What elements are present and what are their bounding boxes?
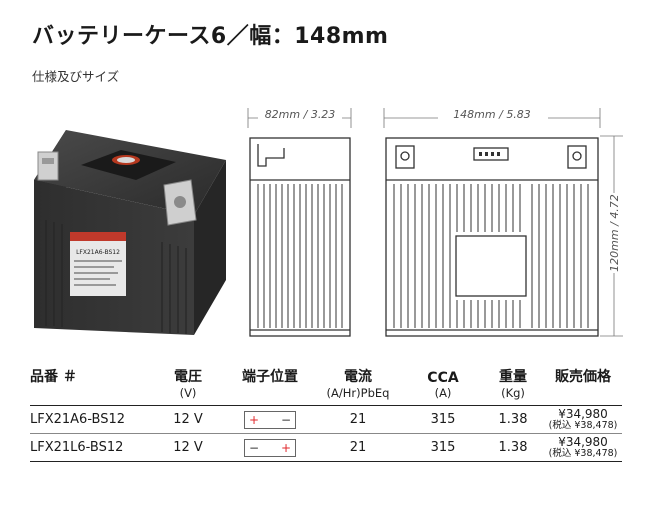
price: ¥34,980 (税込 ¥38,478) [544,405,622,434]
price-value: ¥34,980 [558,406,608,421]
price-tax-included: (税込 ¥38,478) [548,419,618,431]
weight: 1.38 [482,405,544,434]
price: ¥34,980 (税込 ¥38,478) [544,433,622,462]
cca: 315 [404,433,482,462]
unit-voltage: (V) [179,386,197,400]
unit-current: (A/Hr)PbEq [326,386,390,400]
header-weight: 重量 [499,369,527,385]
spec-table: 品番 ＃ 電圧 端子位置 電流 CCA 重量 販売価格 (V) (A/Hr)Pb… [30,366,622,462]
header-terminal: 端子位置 [242,369,298,385]
current: 21 [312,405,404,434]
table-units-row: (V) (A/Hr)PbEq (A) (Kg) [30,386,622,406]
current: 21 [312,433,404,462]
table-row: LFX21L6-BS12 12 V − + 21 315 1.38 ¥34,98… [30,433,622,462]
dimension-drawings: 82mm / 3.23 148mm / 5.83 120mm / 4.72 [247,108,623,337]
page-title: バッテリーケース6／幅：148mm [32,24,389,49]
terminal-plus-icon: + [249,412,260,427]
price-value: ¥34,980 [558,434,608,449]
unit-weight: (Kg) [501,386,525,400]
header-cca: CCA [427,370,459,386]
unit-cca: (A) [434,386,452,400]
height-dimension: 120mm / 4.72 [608,194,621,272]
unit-part [30,386,148,406]
header-current: 電流 [344,369,372,385]
terminal-diagram: − + [244,438,296,457]
battery-photo: LFX21A6-BS12 [34,130,226,335]
terminal-minus-icon: − [249,440,260,455]
terminal-position: − + [228,433,312,462]
table-row: LFX21A6-BS12 12 V + − 21 315 1.38 ¥34,98… [30,405,622,434]
header-part-number: 品番 ＃ [30,369,77,385]
terminal-diagram: + − [244,410,296,429]
terminal-minus-icon: − [280,412,291,427]
table-header-row: 品番 ＃ 電圧 端子位置 電流 CCA 重量 販売価格 [30,366,622,386]
battery-label-text: LFX21A6-BS12 [76,249,120,256]
cca: 315 [404,405,482,434]
terminal-position: + − [228,405,312,434]
side-width-dimension: 82mm / 3.23 [265,108,336,121]
part-number: LFX21A6-BS12 [30,405,148,434]
voltage: 12 V [148,405,228,434]
unit-price [544,386,622,406]
front-width-dimension: 148mm / 5.83 [453,108,531,121]
header-price: 販売価格 [555,369,611,385]
weight: 1.38 [482,433,544,462]
section-subtitle: 仕様及びサイズ [32,69,120,84]
voltage: 12 V [148,433,228,462]
price-tax-included: (税込 ¥38,478) [548,447,618,459]
part-number: LFX21L6-BS12 [30,433,148,462]
terminal-plus-icon: + [280,440,291,455]
unit-terminal [228,386,312,406]
header-voltage: 電圧 [174,369,202,385]
